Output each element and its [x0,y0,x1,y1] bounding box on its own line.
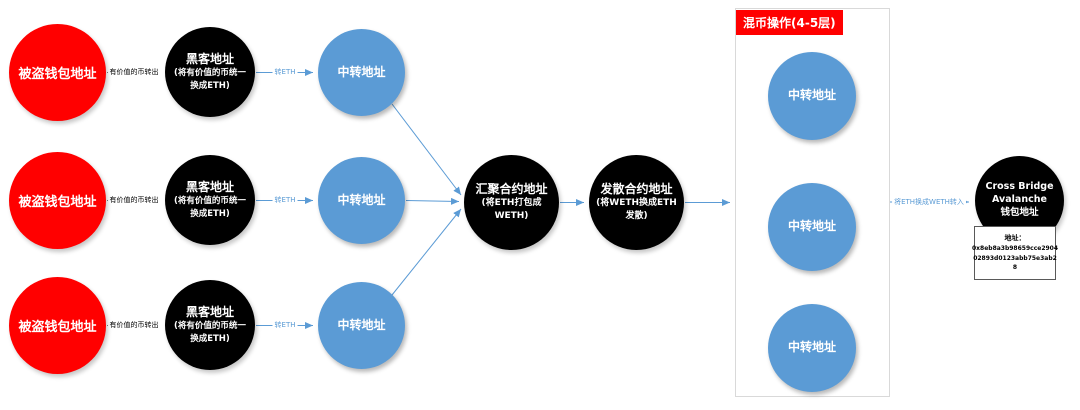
transfer-out-label: 有价值的币转出 [107,195,161,205]
mixer-relay-node: 中转地址 [768,183,856,271]
send-eth-label: 转ETH [272,67,298,77]
address-line: 8 [1012,264,1018,272]
hacker-address-title: 黑客地址 [185,51,234,66]
address-label: 地址： [1004,234,1026,243]
relay-address-label: 中转地址 [337,317,386,332]
relay-address-node: 中转地址 [318,282,405,369]
hacker-address-sub2: 换成ETH) [190,80,230,91]
relay-address-node: 中转地址 [318,157,405,244]
hacker-address-sub1: (将有价值的币统一 [174,321,246,332]
stolen-wallet-node: 被盗钱包地址 [9,152,106,249]
swap-weth-label: 将ETH换成WETH转入 [892,197,966,207]
disperse-contract-node: 发散合约地址 (将WETH换成ETH 发散) [589,155,684,250]
hacker-address-sub2: 换成ETH) [190,208,230,219]
mixer-relay-node: 中转地址 [768,52,856,140]
aggregate-contract-sub2: WETH) [494,211,529,222]
stolen-wallet-label: 被盗钱包地址 [18,320,97,335]
stolen-wallet-label: 被盗钱包地址 [18,195,97,210]
stolen-wallet-node: 被盗钱包地址 [9,277,106,374]
mixer-label: 混币操作(4-5层) [736,10,843,35]
mixer-relay-label: 中转地址 [787,340,836,355]
disperse-contract-title: 发散合约地址 [600,181,673,196]
relay-address-node: 中转地址 [318,29,405,116]
stolen-wallet-label: 被盗钱包地址 [18,67,97,82]
hacker-address-title: 黑客地址 [185,304,234,319]
hacker-address-node: 黑客地址 (将有价值的币统一 换成ETH) [165,155,255,245]
bridge-line1: Cross Bridge [985,181,1054,193]
address-line: 02893d0123abb75e3ab2 [973,254,1057,262]
mixer-relay-node: 中转地址 [768,304,856,392]
send-eth-label: 转ETH [272,320,298,330]
transfer-out-label: 有价值的币转出 [107,320,161,330]
mixer-relay-label: 中转地址 [787,219,836,234]
disperse-contract-sub2: 发散) [625,211,648,222]
hacker-address-sub1: (将有价值的币统一 [174,196,246,207]
stolen-wallet-node: 被盗钱包地址 [9,24,106,121]
bridge-line2: Avalanche [992,194,1047,206]
hacker-address-sub1: (将有价值的币统一 [174,68,246,79]
hacker-address-title: 黑客地址 [185,179,234,194]
mixer-relay-label: 中转地址 [787,88,836,103]
relay-address-label: 中转地址 [337,192,386,207]
aggregate-contract-title: 汇聚合约地址 [475,181,548,196]
hacker-address-sub2: 换成ETH) [190,333,230,344]
hacker-address-node: 黑客地址 (将有价值的币统一 换成ETH) [165,280,255,370]
relay-address-label: 中转地址 [337,64,386,79]
bridge-line3: 钱包地址 [1000,206,1039,218]
address-line: 0x8eb8a3b98659cce2904 [971,245,1059,253]
hacker-address-node: 黑客地址 (将有价值的币统一 换成ETH) [165,27,255,117]
send-eth-label: 转ETH [272,195,298,205]
wallet-address-box: 地址： 0x8eb8a3b98659cce2904 02893d0123abb7… [971,226,1059,280]
aggregate-contract-sub1: (将ETH打包成 [481,198,542,209]
disperse-contract-sub1: (将WETH换成ETH [596,198,677,209]
transfer-out-label: 有价值的币转出 [107,67,161,77]
aggregate-contract-node: 汇聚合约地址 (将ETH打包成 WETH) [464,155,559,250]
